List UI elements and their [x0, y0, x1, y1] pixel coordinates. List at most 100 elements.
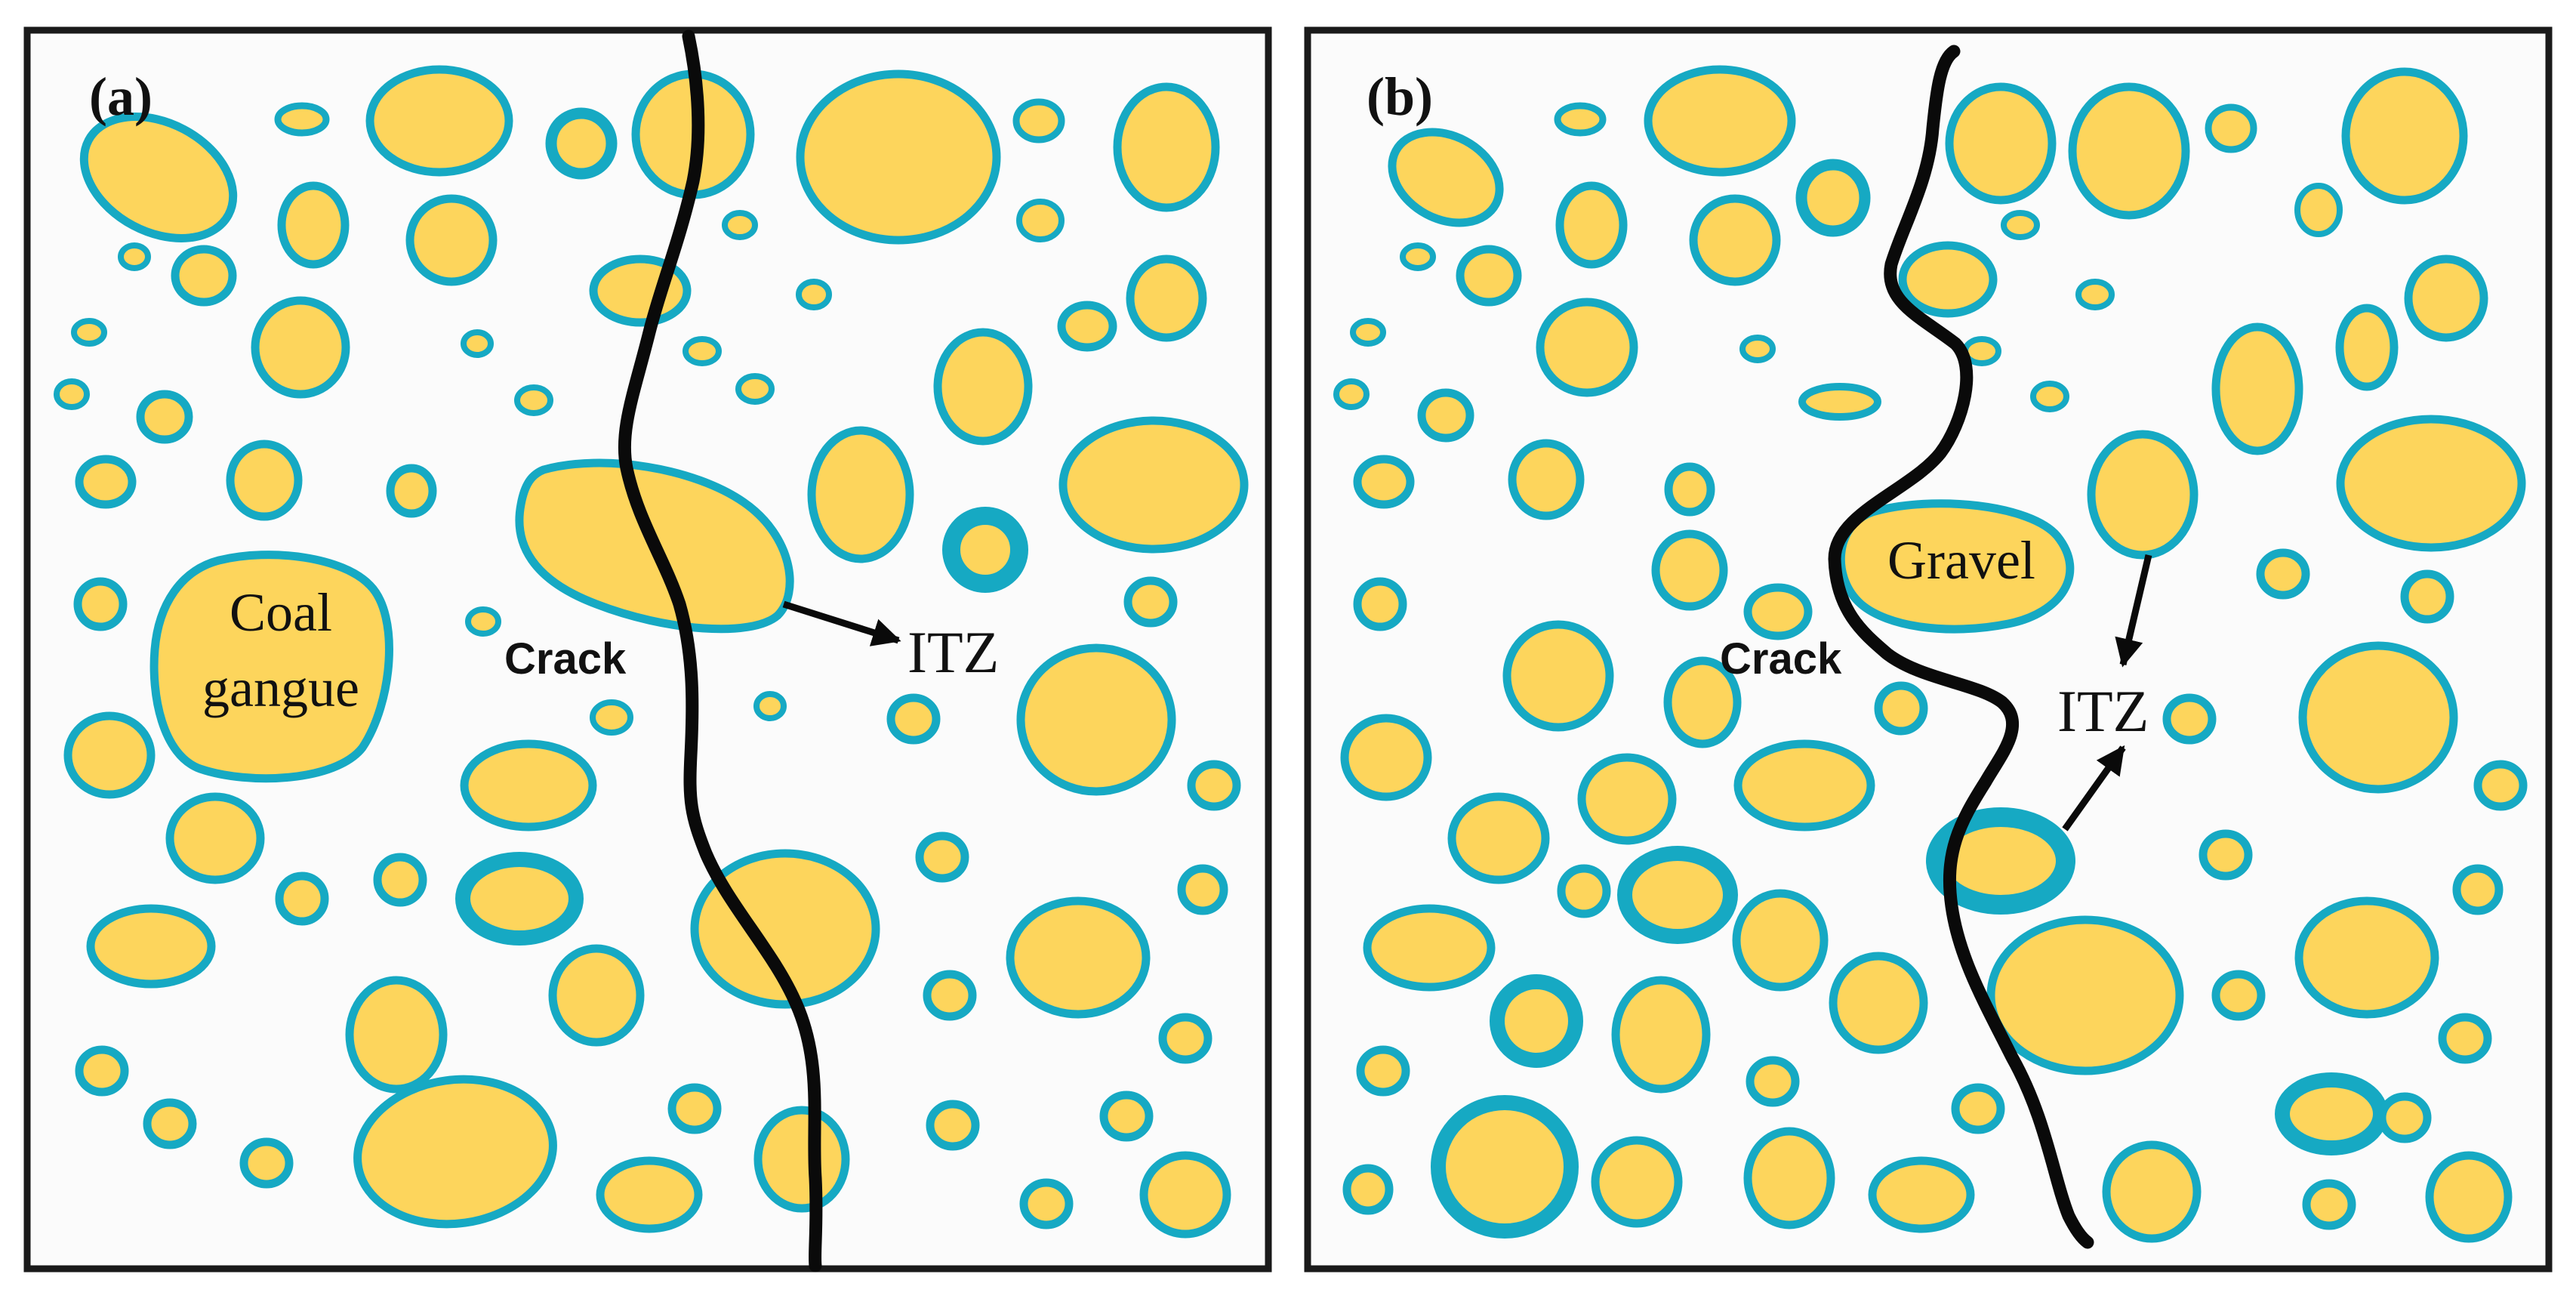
aggregate-particle — [933, 328, 1033, 446]
aggregate-particle — [2438, 1013, 2492, 1064]
aggregate-particle — [596, 1156, 703, 1233]
aggregate-particle — [461, 329, 494, 358]
aggregate-particles — [1333, 65, 2528, 1243]
aggregate-particle — [1016, 643, 1176, 796]
aggregate-particle — [2030, 381, 2069, 412]
aggregate-particle — [2162, 693, 2217, 745]
aggregate-particle — [75, 1045, 129, 1097]
aggregate-particle — [2473, 760, 2528, 811]
itz-label: ITZ — [907, 619, 999, 685]
gravel-aggregate — [1836, 499, 2075, 634]
aggregate-particle — [915, 831, 969, 883]
aggregate-particle — [690, 849, 880, 1009]
aggregate-particle — [2275, 1072, 2388, 1155]
aggregate-particle — [1353, 455, 1415, 509]
aggregate-particle — [807, 426, 914, 563]
aggregate-particle — [1689, 194, 1781, 286]
aggregate-particle — [1353, 577, 1407, 631]
aggregate-particle — [460, 739, 597, 831]
itz-arrow — [782, 600, 901, 646]
aggregate-particle — [353, 1075, 557, 1229]
aggregate-particle — [1123, 576, 1178, 628]
aggregate-particle — [926, 1100, 980, 1151]
aggregate-particle — [545, 107, 618, 180]
aggregate-particle — [1739, 335, 1776, 363]
aggregate-particle — [2102, 1140, 2202, 1243]
aggregate-particle — [73, 577, 128, 631]
aggregate-particle — [1663, 656, 1742, 748]
aggregate-particle — [923, 970, 977, 1021]
aggregate-particle — [136, 390, 193, 444]
aggregate-particle — [1456, 245, 1522, 307]
aggregate-particle — [1057, 301, 1117, 352]
aggregate-particle — [63, 711, 156, 799]
aggregate-particle — [1554, 102, 1607, 137]
aggregate-particle — [1555, 181, 1628, 269]
aggregate-particle — [2211, 970, 2266, 1021]
aggregate-particle — [275, 872, 329, 926]
aggregate-particle — [2400, 569, 2454, 624]
aggregate-particle — [2335, 304, 2399, 391]
aggregate-particle — [455, 852, 584, 946]
aggregate-particle — [239, 1137, 294, 1189]
aggregate-particle — [1795, 159, 1871, 237]
aggregate-particle — [345, 976, 448, 1094]
aggregate-particle — [722, 210, 758, 240]
aggregate-particle — [1868, 1156, 1975, 1233]
aggregate-particle — [1617, 846, 1738, 944]
aggregate-particle — [2001, 210, 2040, 240]
aggregate-particle — [1016, 199, 1065, 242]
aggregate-particle — [1664, 462, 1715, 517]
coal-gangue-aggregate — [149, 551, 393, 783]
aggregate-particle — [2294, 183, 2343, 237]
aggregate-particle — [2256, 548, 2310, 600]
aggregate-particle — [1126, 255, 1207, 342]
aggregate-particle — [1874, 681, 1928, 736]
aggregate-particle — [1099, 1091, 1154, 1142]
aggregate-particle — [1350, 318, 1386, 347]
aggregate-particle — [1651, 529, 1728, 611]
aggregate-particle — [1536, 298, 1638, 397]
panel-label: (b) — [1367, 66, 1433, 127]
aggregate-particle — [143, 1098, 197, 1149]
aggregate-particle — [753, 691, 787, 721]
aggregate-particle — [2425, 1151, 2513, 1243]
aggregate-particle — [165, 792, 265, 884]
aggregate-particle — [1019, 1178, 1074, 1229]
aggregate-particle — [942, 507, 1028, 593]
coal-gangue-label-line-1: Coal — [230, 582, 332, 643]
aggregate-particle — [1644, 65, 1796, 177]
aggregate-particle — [1743, 583, 1813, 640]
aggregate-particle — [1502, 620, 1614, 732]
aggregate-particle — [54, 378, 90, 410]
aggregate-particle — [1417, 388, 1474, 443]
aggregate-particle — [1363, 904, 1496, 992]
aggregate-particle — [735, 373, 775, 405]
aggregate-particle — [405, 194, 498, 286]
aggregate-particles — [54, 65, 1249, 1239]
itz-arrow-from-top — [2115, 554, 2152, 668]
aggregate-particle — [1945, 82, 2057, 205]
aggregate-particle — [1490, 974, 1583, 1068]
aggregate-particle — [2199, 829, 2253, 881]
aggregate-particle — [1898, 241, 1998, 318]
aggregate-particle — [1058, 416, 1249, 554]
itz-arrow-from-bottom — [2062, 745, 2126, 831]
aggregate-particle — [796, 69, 1001, 245]
aggregate-particle — [251, 296, 350, 399]
aggregate-particle — [514, 384, 553, 416]
aggregate-particle — [2377, 1092, 2432, 1143]
panel-coal-gangue-concrete: (a) Crack ITZ Coal gangue — [23, 26, 1272, 1273]
featured-aggregates — [1836, 499, 2075, 915]
aggregate-particle — [590, 699, 633, 736]
aggregate-particle — [1177, 864, 1228, 915]
aggregate-particle — [753, 1106, 850, 1213]
aggregate-particle — [75, 455, 137, 509]
aggregate-with-thick-itz — [1926, 807, 2075, 915]
coal-gangue-label-line-2: gangue — [202, 658, 359, 718]
aggregate-particle — [1743, 1127, 1835, 1229]
aggregate-particle — [1342, 1164, 1394, 1215]
aggregate-particle — [386, 464, 437, 518]
aggregate-particle — [226, 440, 303, 521]
